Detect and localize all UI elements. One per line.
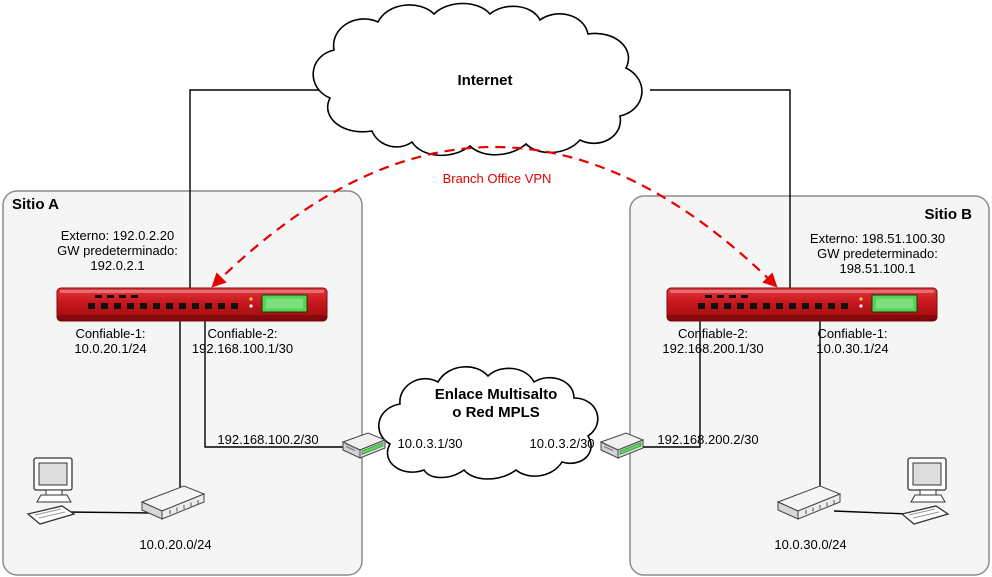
firewall-a-icon (56, 287, 328, 322)
mpls-label: Enlace Multisalto o Red MPLS (411, 386, 581, 422)
site-a-external-info: Externo: 192.0.2.20 GW predeterminado: 1… (25, 228, 210, 273)
site-a-trusted2-ip: 192.168.100.1/30 (191, 341, 294, 356)
mpls-right-ip: 10.0.3.2/30 (529, 436, 595, 451)
internet-label: Internet (457, 72, 513, 89)
site-b-trusted2: Confiable-2: 192.168.200.1/30 (648, 326, 778, 356)
line-switch-b-to-pc-b (833, 510, 909, 515)
site-b-lan-ip: 10.0.30.0/24 (774, 537, 847, 552)
firewall-b-icon (666, 287, 938, 322)
line-pc-a-to-switch-a (65, 511, 153, 514)
site-a-trusted2: Confiable-2: 192.168.100.1/30 (180, 326, 305, 356)
branch-office-vpn-arrow (211, 146, 778, 288)
site-a-gw-ip: 192.0.2.1 (90, 258, 145, 273)
site-b-trusted2-ip: 192.168.200.1/30 (662, 341, 764, 356)
site-a-trusted1-ip: 10.0.20.1/24 (74, 341, 147, 356)
site-b-title: Sitio B (924, 206, 973, 223)
internet-cloud-icon (312, 2, 643, 157)
site-a-lan-ip: 10.0.20.0/24 (139, 537, 212, 552)
site-a-trusted1: Confiable-1: 10.0.20.1/24 (53, 326, 168, 356)
site-a-title: Sitio A (12, 196, 59, 213)
line-internet-to-firewall-a (189, 89, 336, 290)
site-a-trusted1-label: Confiable-1: (75, 326, 146, 341)
mpls-label-line1: Enlace Multisalto (434, 386, 558, 403)
line-firewall-a-to-router-a (204, 321, 350, 448)
site-a-gw-label: GW predeterminado: (57, 243, 178, 258)
site-a-externo: Externo: 192.0.2.20 (60, 228, 175, 243)
line-internet-to-firewall-b (650, 89, 791, 290)
site-b-link-ip: 192.168.200.2/30 (657, 432, 759, 447)
site-b-externo: Externo: 198.51.100.30 (809, 231, 946, 246)
site-b-gw-ip: 198.51.100.1 (839, 261, 916, 276)
site-b-trusted1: Confiable-1: 10.0.30.1/24 (795, 326, 910, 356)
site-b-trusted2-label: Confiable-2: (677, 326, 749, 341)
site-a-link-ip: 192.168.100.2/30 (217, 432, 319, 447)
line-firewall-b-to-router-b (636, 321, 701, 448)
mpls-left-ip: 10.0.3.1/30 (397, 436, 463, 451)
site-b-trusted1-label: Confiable-1: (817, 326, 888, 341)
site-b-gw-label: GW predeterminado: (817, 246, 938, 261)
site-a-trusted2-label: Confiable-2: (207, 326, 278, 341)
site-b-trusted1-ip: 10.0.30.1/24 (816, 341, 889, 356)
mpls-cloud-icon (378, 366, 599, 480)
vpn-label: Branch Office VPN (442, 171, 552, 186)
site-b-external-info: Externo: 198.51.100.30 GW predeterminado… (790, 231, 965, 276)
mpls-label-line2: o Red MPLS (452, 404, 540, 421)
